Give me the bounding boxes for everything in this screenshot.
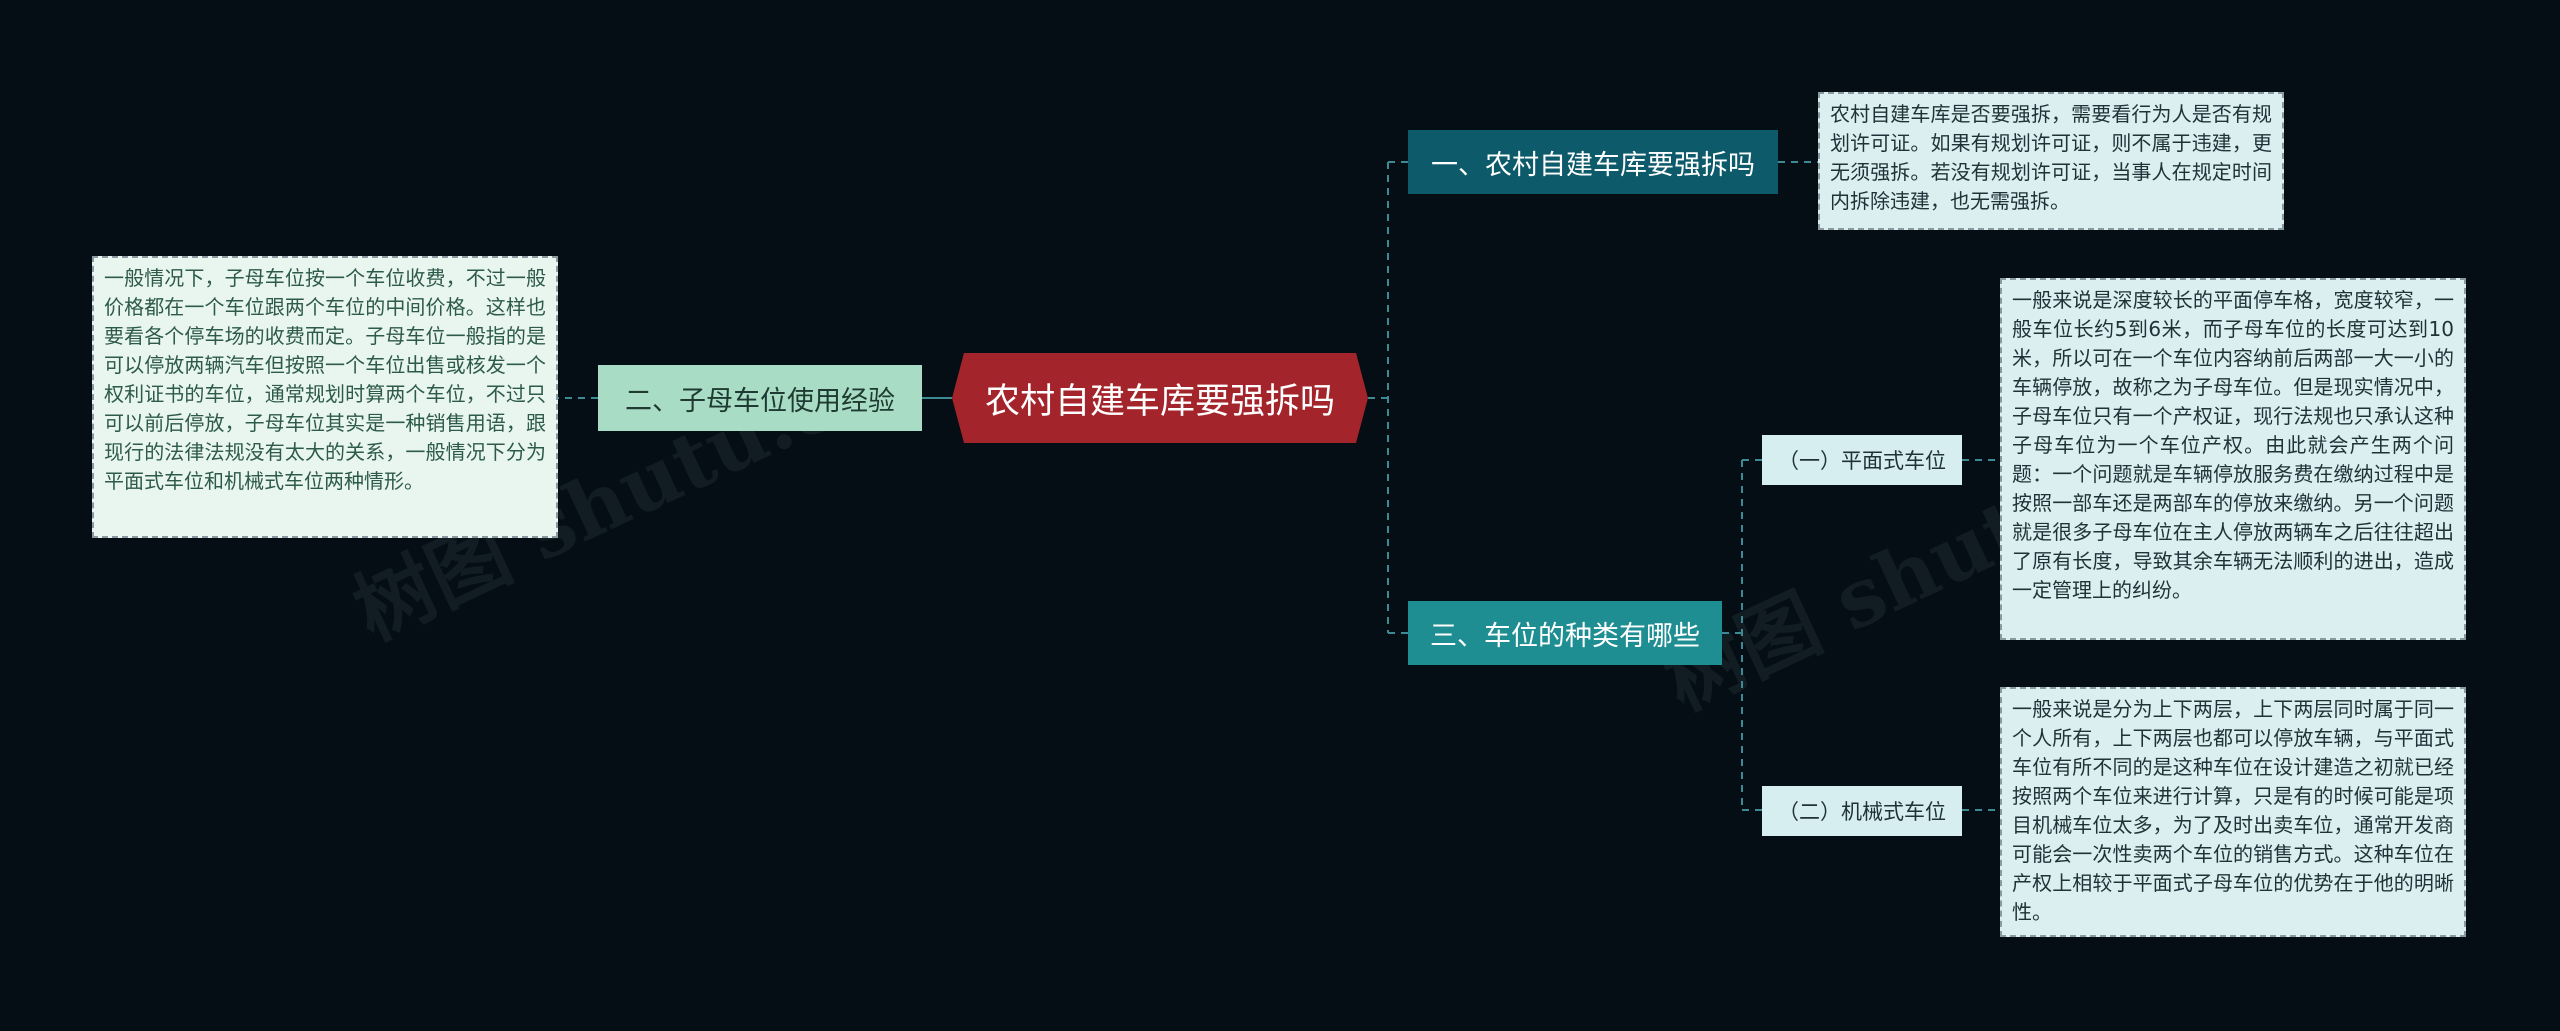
sub-1-label: （一）平面式车位 — [1778, 449, 1946, 473]
branch-node-2[interactable]: 二、子母车位使用经验 — [598, 365, 922, 431]
root-node[interactable]: 农村自建车库要强拆吗 — [952, 353, 1368, 443]
branch-node-3[interactable]: 三、车位的种类有哪些 — [1408, 601, 1722, 665]
sub-node-2[interactable]: （二）机械式车位 — [1762, 786, 1962, 836]
branch-node-1[interactable]: 一、农村自建车库要强拆吗 — [1408, 130, 1778, 194]
sub-2-note: 一般来说是分为上下两层，上下两层同时属于同一个人所有，上下两层也都可以停放车辆，… — [2000, 687, 2466, 937]
branch-2-label: 二、子母车位使用经验 — [625, 385, 895, 417]
sub-node-1[interactable]: （一）平面式车位 — [1762, 435, 1962, 485]
sub-1-note: 一般来说是深度较长的平面停车格，宽度较窄，一般车位长约5到6米，而子母车位的长度… — [2000, 278, 2466, 640]
branch-2-note: 一般情况下，子母车位按一个车位收费，不过一般价格都在一个车位跟两个车位的中间价格… — [92, 256, 558, 538]
branch-3-label: 三、车位的种类有哪些 — [1430, 620, 1700, 652]
branch-1-note: 农村自建车库是否要强拆，需要看行为人是否有规划许可证。如果有规划许可证，则不属于… — [1818, 92, 2284, 230]
branch-1-label: 一、农村自建车库要强拆吗 — [1431, 149, 1755, 181]
root-label: 农村自建车库要强拆吗 — [984, 381, 1335, 422]
sub-2-label: （二）机械式车位 — [1778, 800, 1946, 824]
